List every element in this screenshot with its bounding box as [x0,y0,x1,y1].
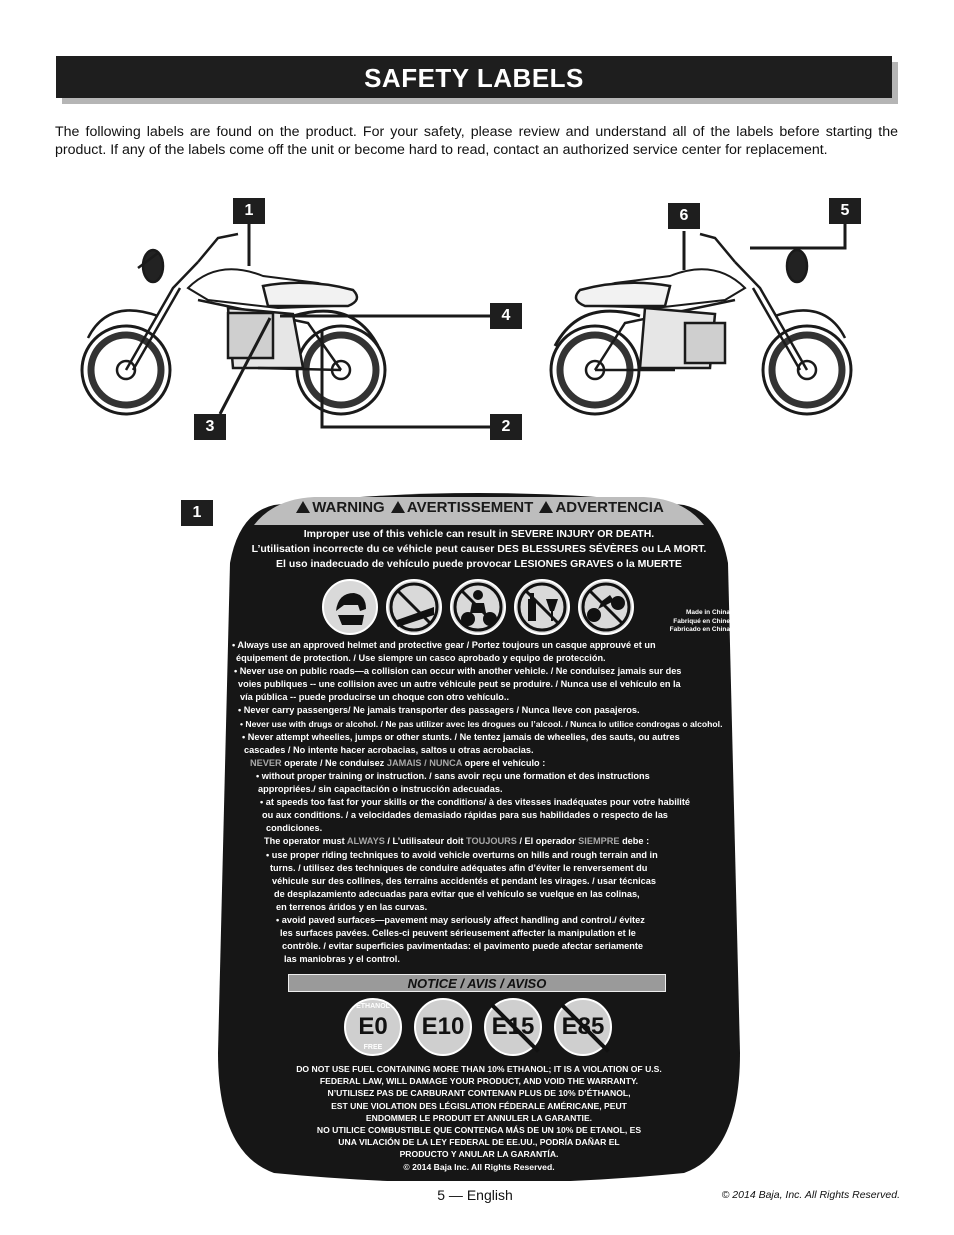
fuel-label: E10 [421,1013,465,1040]
jamais-word: JAMAIS / NUNCA [386,757,463,768]
minibike-right-illustration [549,232,853,416]
no-alcohol-pictogram-icon [514,579,570,635]
minibike-left-illustration [80,232,387,416]
always-line: • avoid paved surfaces—pavement may seri… [276,914,645,925]
no-stunts-pictogram-icon [578,579,634,635]
warning-line: • Always use an approved helmet and prot… [232,640,656,650]
notice-line: NO UTILICE COMBUSTIBLE QUE CONTENGA MÁS … [316,1125,642,1136]
intro-line: Improper use of this vehicle can result … [303,528,655,540]
no-passenger-pictogram-icon [450,579,506,635]
callout-3: 3 [194,414,226,440]
callout-4: 4 [490,303,522,329]
warning-line: • Never attempt wheelies, jumps or other… [242,731,680,742]
never-word: NEVER [250,757,282,768]
page-title: SAFETY LABELS [364,63,584,93]
warning-triangle-icon [539,501,554,513]
title-advertencia: ADVERTENCIA [555,499,664,516]
notice-line: FEDERAL LAW, WILL DAMAGE YOUR PRODUCT, A… [319,1076,639,1087]
callout-2: 2 [490,414,522,440]
e0-ethanol-free-icon: ETHANOL E0 FREE [344,998,402,1056]
notice-line: UNA VILACIÓN DE LA LEY FEDERAL DE EE.UU.… [338,1137,620,1148]
fuel-label: E0 [358,1013,388,1040]
e10-icon: E10 [414,998,472,1056]
title-warning: WARNING [312,499,385,516]
always-end: debe : [619,836,650,847]
intro-paragraph: The following labels are found on the pr… [55,124,898,158]
notice-line: DO NOT USE FUEL CONTAINING MORE THAN 10%… [296,1064,662,1074]
e15-prohibited-icon: E15 [484,998,542,1056]
page-number: 5 — English [437,1187,513,1203]
notice-text: DO NOT USE FUEL CONTAINING MORE THAN 10%… [274,1063,684,1173]
pictogram-row [322,579,634,639]
never-end: opere el vehículo : [462,757,546,768]
never-line: • at speeds too fast for your skills or … [260,797,691,808]
warning-list: • Always use an approved helmet and prot… [228,639,728,966]
warning-triangle-icon [390,501,405,513]
warning-line: • Never use with drugs or alcohol. / Ne … [240,718,723,729]
never-line: ou aux conditions. / a velocidades demas… [262,810,668,821]
always-line: turns. / utilisez des techniques de cond… [270,862,648,873]
never-line: appropriées./ sin capacitación o instruc… [258,784,503,795]
never-line: condiciones. [266,823,323,834]
always-line: • use proper riding techniques to avoid … [266,849,658,860]
always-heading: The operator must ALWAYS / L’utilisateur… [228,835,728,848]
notice-bar: NOTICE / AVIS / AVISO [288,974,666,992]
always-line: contrôle. / evitar superficies pavimenta… [282,941,643,952]
notice-line: EST UNE VIOLATION DES LÉGISLATION FÉDERA… [331,1100,627,1111]
label-shape [218,493,740,1181]
siempre-word: SIEMPRE [578,836,620,847]
always-line: véhicule sur des collines, des terrains … [272,875,657,886]
ethanol-word: ETHANOL [356,1003,390,1010]
notice-line: ENDOMMER LE PRODUIT ET ANNULER LA GARANT… [365,1112,593,1123]
label-1-callout: 1 [181,500,213,526]
callout-6: 6 [668,203,700,229]
always-text: The operator must [264,836,347,847]
made-in-line: Fabriqué en Chine [673,617,730,625]
callout-leader-lines [218,224,847,429]
warning-triangle-icon [296,501,311,513]
notice-line: N’UTILISEZ PAS DE CARBURANT CONTENAN PLU… [327,1088,631,1099]
callout-5: 5 [829,198,861,224]
label-intro: Improper use of this vehicle can result … [234,527,724,572]
e85-prohibited-icon: E85 [554,998,612,1056]
always-word: ALWAYS [346,836,385,847]
no-road-pictogram-icon [386,579,442,635]
toujours-word: TOUJOURS [466,836,517,847]
warning-line: vía pública -- puede producirse un choqu… [240,692,510,703]
intro-line: L’utilisation incorrecte du ce véhicle p… [251,543,707,555]
warning-line: • Never carry passengers/ Ne jamais tran… [238,705,640,716]
always-text: / L’utilisateur doit [384,836,466,847]
notice-line: PRODUCTO Y ANULAR LA GARANTÍA. [399,1149,559,1160]
intro-line: El uso inadecuado de vehículo puede prov… [276,558,682,570]
made-in-line: Fabricado en China [669,626,730,633]
never-heading: NEVER operate / Ne conduisez JAMAIS / NU… [228,757,728,770]
warning-label-1: WARNING AVERTISSEMENT ADVERTENCIA Improp… [214,493,744,1181]
warning-line: cascades / No intente hacer acrobacias, … [244,744,534,755]
always-line: de desplazamiento adecuadas para evitar … [274,888,640,899]
made-in-line: Made in China [685,609,730,616]
helmet-pictogram-icon [322,579,378,635]
label-title: WARNING AVERTISSEMENT ADVERTENCIA [252,499,706,516]
warning-line: voies publiques -- une collision avec un… [238,679,681,690]
always-text: / El operador [516,836,579,847]
never-text: operate / Ne conduisez [281,757,387,768]
made-in-text: Made in China Fabriqué en Chine Fabricad… [650,609,730,635]
always-line: les surfaces pavées. Celles-ci peuvent s… [280,928,636,939]
warning-line: équipement de protection. / Use siempre … [236,653,606,664]
always-line: las maniobras y el control. [284,954,400,965]
never-line: • without proper training or instruction… [256,770,650,781]
callout-1: 1 [233,198,265,224]
footer-copyright: © 2014 Baja, Inc. All Rights Reserved. [721,1189,900,1201]
warning-line: • Never use on public roads—a collision … [234,666,682,677]
fuel-icons-row: ETHANOL E0 FREE E10 E15 E85 [344,998,614,1060]
title-avertissement: AVERTISSEMENT [406,499,534,516]
free-word: FREE [363,1044,383,1051]
header-bar: SAFETY LABELS [56,56,892,98]
always-line: en terrenos áridos y en las curvas. [276,901,428,912]
notice-line: © 2014 Baja Inc. All Rights Reserved. [403,1161,555,1172]
